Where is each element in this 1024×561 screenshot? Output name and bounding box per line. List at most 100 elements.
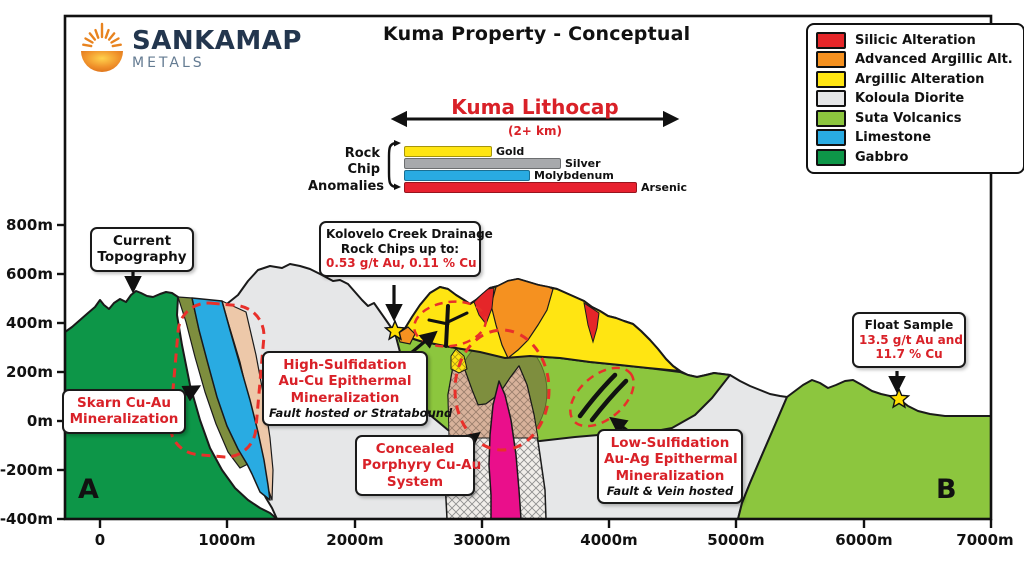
legend-swatch: [816, 148, 846, 166]
porphyry-dashed-outline: [453, 328, 551, 452]
callout-line: Concealed: [375, 441, 455, 457]
legend-label: Argillic Alteration: [855, 71, 985, 87]
callout-line: Rock Chips up to:: [340, 241, 460, 256]
arsenic-anomaly-bar: [404, 182, 637, 193]
x-tick-label: 2000m: [326, 531, 383, 549]
logo-text: SANKAMAP METALS: [132, 28, 302, 70]
rockchip-label: Rock Chip Anomalies: [308, 146, 385, 195]
silver-anomaly-bar: [404, 158, 561, 169]
molybdenum-bar-label: Molybdenum: [534, 169, 614, 182]
legend-swatch: [816, 31, 846, 49]
callout-line: Mineralization: [69, 411, 179, 428]
callout-value: 0.53 g/t Au, 0.11 % Cu: [326, 256, 477, 271]
concealed-porphyry-callout: Concealed Porphyry Cu-Au System: [355, 435, 482, 497]
skarn-callout: Skarn Cu-Au Mineralization: [62, 389, 186, 434]
callout-line: High-Sulfidation: [283, 357, 407, 373]
kolovelo-callout: Kolovelo Creek Drainage Rock Chips up to…: [319, 221, 493, 277]
legend-item: Gabbro: [816, 148, 1013, 166]
callout-value: 13.5 g/t Au and: [859, 332, 963, 347]
silver-bar-label: Silver: [565, 157, 601, 170]
y-tick-label: 600m: [6, 265, 53, 283]
legend-item: Advanced Argillic Alt.: [816, 51, 1013, 69]
lithocap-title: Kuma Lithocap: [451, 95, 619, 119]
rockchip-label-line2: Anomalies: [308, 178, 385, 194]
legend-item: Silicic Alteration: [816, 31, 1013, 49]
callout-line: Mineralization: [290, 389, 400, 406]
legend-label: Advanced Argillic Alt.: [855, 52, 1013, 68]
x-axis-labels: 0 1000m 2000m 3000m 4000m 5000m 6000m 70…: [95, 531, 1014, 549]
x-tick-label: 7000m: [956, 531, 1013, 549]
lithocap-extent: (2+ km): [507, 124, 563, 138]
callout-line: Porphyry Cu-Au: [362, 457, 482, 474]
legend-swatch: [816, 70, 846, 88]
logo-sub: METALS: [132, 55, 205, 71]
callout-line: Topography: [97, 249, 187, 266]
gold-bar-label: Gold: [496, 145, 525, 158]
low-sulfidation-veins: [577, 372, 629, 423]
callout-line: Low-Sulfidation: [610, 435, 730, 451]
y-tick-label: 200m: [6, 363, 53, 381]
y-tick-label: 400m: [6, 314, 53, 332]
molybdenum-anomaly-bar: [404, 170, 530, 181]
float-sample-star-icon: [887, 387, 911, 409]
legend-label: Gabbro: [855, 149, 909, 165]
callout-note: Fault hosted or Stratabound: [269, 406, 453, 421]
y-tick-label: 0m: [27, 412, 53, 430]
high-sulfidation-dashed-outline: [412, 300, 488, 348]
y-tick-label: -200m: [0, 461, 53, 479]
axis-ticks: [57, 223, 993, 528]
callout-line: Skarn Cu-Au: [77, 395, 171, 411]
y-tick-label: -400m: [0, 510, 53, 528]
float-sample-callout: Float Sample 13.5 g/t Au and 11.7 % Cu: [852, 312, 966, 368]
x-tick-label: 1000m: [198, 531, 255, 549]
section-end-b: B: [936, 474, 957, 505]
advanced-argillic-central: [490, 278, 554, 359]
x-tick-label: 0: [95, 531, 105, 549]
callout-line: Au-Ag Epithermal: [604, 451, 738, 468]
high-sulfidation-callout: High-Sulfidation Au-Cu Epithermal Minera…: [262, 351, 453, 427]
legend: Silicic Alteration Advanced Argillic Alt…: [806, 23, 1024, 174]
current-topography-callout: Current Topography: [90, 227, 194, 272]
plot-frame: [63, 14, 993, 521]
callout-note: Fault & Vein hosted: [606, 484, 734, 499]
x-tick-label: 6000m: [835, 531, 892, 549]
low-sulfidation-callout: Low-Sulfidation Au-Ag Epithermal Mineral…: [597, 429, 743, 505]
low-sulfidation-dashed-outline: [569, 366, 635, 428]
section-end-a: A: [78, 474, 99, 505]
legend-label: Silicic Alteration: [855, 32, 976, 48]
legend-swatch: [816, 51, 846, 69]
page-title: Kuma Property - Conceptual: [383, 23, 691, 45]
rockchip-bracket: [387, 140, 401, 190]
legend-swatch: [816, 129, 846, 147]
limestone-unit: [191, 297, 271, 501]
skarn-dashed-outline: [168, 301, 266, 459]
callout-line: Au-Cu Epithermal: [278, 373, 412, 390]
legend-label: Suta Volcanics: [855, 110, 962, 126]
callout-line: Kolovelo Creek Drainage: [326, 227, 493, 241]
silicic-zone-left: [473, 287, 495, 326]
callout-line: Mineralization: [615, 467, 725, 484]
callout-line: Float Sample: [864, 318, 954, 332]
y-tick-label: 800m: [6, 216, 53, 234]
legend-item: Argillic Alteration: [816, 70, 1013, 88]
silicic-zone-right: [583, 301, 600, 344]
kolovelo-star-icon: [383, 319, 407, 341]
legend-swatch: [816, 109, 846, 127]
high-sulfidation-veins: [427, 304, 469, 348]
logo-name: SANKAMAP: [132, 26, 302, 56]
legend-item: Suta Volcanics: [816, 109, 1013, 127]
y-axis-labels: 800m 600m 400m 200m 0m -200m -400m: [0, 216, 53, 528]
x-tick-label: 3000m: [453, 531, 510, 549]
callout-line: System: [386, 473, 444, 490]
legend-item: Koloula Diorite: [816, 90, 1013, 108]
x-tick-label: 5000m: [707, 531, 764, 549]
legend-swatch: [816, 90, 846, 108]
sankamap-logo-icon: [76, 20, 128, 72]
legend-label: Koloula Diorite: [855, 91, 965, 107]
rockchip-label-line1: Rock Chip: [344, 146, 380, 178]
x-tick-label: 4000m: [580, 531, 637, 549]
legend-label: Limestone: [855, 130, 932, 146]
gold-anomaly-bar: [404, 146, 492, 157]
arsenic-bar-label: Arsenic: [641, 181, 688, 194]
